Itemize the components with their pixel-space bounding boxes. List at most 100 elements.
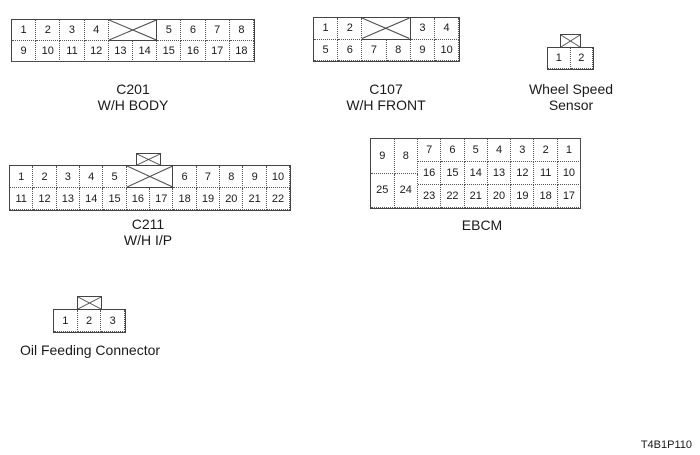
pin-1: 1 bbox=[548, 48, 571, 69]
pin-22: 22 bbox=[266, 188, 291, 210]
pin-12: 12 bbox=[84, 41, 109, 62]
pin-11: 11 bbox=[534, 162, 558, 185]
pin-3: 3 bbox=[56, 166, 81, 188]
c211-description: W/H I/P bbox=[123, 232, 173, 248]
pin-14: 14 bbox=[464, 162, 488, 185]
pin-9: 9 bbox=[410, 39, 435, 61]
pin-3: 3 bbox=[101, 310, 126, 332]
pin-13: 13 bbox=[56, 188, 81, 210]
pin-8: 8 bbox=[386, 39, 411, 61]
pin-15: 15 bbox=[441, 162, 465, 185]
oil-feeding-name: Oil Feeding Connector bbox=[19, 342, 161, 358]
pin-15: 15 bbox=[103, 188, 127, 210]
pin-7: 7 bbox=[205, 20, 230, 41]
pin-6: 6 bbox=[338, 39, 363, 61]
pin-5: 5 bbox=[157, 20, 182, 41]
pin-4: 4 bbox=[84, 20, 109, 41]
c211-label: C211 W/H I/P bbox=[98, 216, 198, 248]
pin-6: 6 bbox=[441, 139, 465, 162]
pin-16: 16 bbox=[126, 188, 151, 210]
pin-2: 2 bbox=[77, 310, 102, 332]
oil-feeding-label: Oil Feeding Connector bbox=[0, 342, 180, 358]
pin-8: 8 bbox=[229, 20, 254, 41]
pin-10: 10 bbox=[36, 41, 61, 62]
c211-key-lock bbox=[136, 153, 161, 166]
pin-12: 12 bbox=[511, 162, 535, 185]
pin-20: 20 bbox=[487, 185, 512, 208]
pin-5: 5 bbox=[314, 39, 339, 61]
pin-1: 1 bbox=[54, 310, 78, 332]
c211-blocked-cavity bbox=[126, 166, 174, 188]
pin-13: 13 bbox=[487, 162, 512, 185]
pin-14: 14 bbox=[80, 188, 104, 210]
pin-5: 5 bbox=[464, 139, 488, 162]
c201-blocked-cavity bbox=[108, 20, 158, 41]
pin-23: 23 bbox=[418, 185, 442, 208]
wheel-speed-description: Sensor bbox=[548, 97, 594, 113]
pin-9: 9 bbox=[243, 166, 267, 188]
pin-4: 4 bbox=[487, 139, 512, 162]
pin-11: 11 bbox=[60, 41, 85, 62]
pin-10: 10 bbox=[266, 166, 291, 188]
wheel-speed-label: Wheel Speed Sensor bbox=[521, 81, 621, 113]
pin-1: 1 bbox=[10, 166, 34, 188]
pin-1: 1 bbox=[12, 20, 37, 41]
oil-feeding-key-lock bbox=[77, 296, 102, 310]
pin-15: 15 bbox=[157, 41, 182, 62]
ebcm-label: EBCM bbox=[432, 217, 532, 233]
c107-blocked-cavity bbox=[362, 18, 411, 40]
pin-16: 16 bbox=[418, 162, 442, 185]
pin-8: 8 bbox=[220, 166, 244, 188]
wheel-speed-name: Wheel Speed bbox=[528, 81, 614, 97]
pin-1: 1 bbox=[314, 18, 339, 40]
pin-2: 2 bbox=[570, 48, 593, 69]
pin-7: 7 bbox=[362, 39, 387, 61]
pin-17: 17 bbox=[557, 185, 582, 208]
ebcm-name: EBCM bbox=[461, 217, 503, 233]
pin-7: 7 bbox=[418, 139, 442, 162]
pin-8: 8 bbox=[394, 139, 418, 174]
pin-17: 17 bbox=[150, 188, 174, 210]
pin-7: 7 bbox=[196, 166, 221, 188]
c107-description: W/H FRONT bbox=[346, 97, 426, 113]
pin-21: 21 bbox=[464, 185, 488, 208]
pin-1: 1 bbox=[557, 139, 582, 162]
c201-label: C201 W/H BODY bbox=[83, 81, 183, 113]
pin-3: 3 bbox=[60, 20, 85, 41]
pin-17: 17 bbox=[205, 41, 230, 62]
pin-6: 6 bbox=[181, 20, 206, 41]
pin-9: 9 bbox=[12, 41, 37, 62]
pin-10: 10 bbox=[557, 162, 582, 185]
pin-18: 18 bbox=[534, 185, 558, 208]
pin-2: 2 bbox=[36, 20, 61, 41]
pin-4: 4 bbox=[435, 18, 460, 40]
pin-3: 3 bbox=[511, 139, 535, 162]
pin-5: 5 bbox=[103, 166, 127, 188]
pin-20: 20 bbox=[220, 188, 244, 210]
pin-19: 19 bbox=[196, 188, 221, 210]
figure-id: T4B1P110 bbox=[640, 439, 692, 451]
pin-22: 22 bbox=[441, 185, 465, 208]
pin-14: 14 bbox=[133, 41, 158, 62]
pin-11: 11 bbox=[10, 188, 34, 210]
pin-12: 12 bbox=[33, 188, 57, 210]
pin-2: 2 bbox=[33, 166, 57, 188]
pin-4: 4 bbox=[80, 166, 104, 188]
pin-24: 24 bbox=[394, 173, 418, 208]
pin-2: 2 bbox=[338, 18, 363, 40]
pin-18: 18 bbox=[229, 41, 254, 62]
pin-19: 19 bbox=[511, 185, 535, 208]
pin-25: 25 bbox=[371, 173, 395, 208]
pin-16: 16 bbox=[181, 41, 206, 62]
c107-name: C107 bbox=[369, 81, 403, 97]
pin-21: 21 bbox=[243, 188, 267, 210]
pin-2: 2 bbox=[534, 139, 558, 162]
pin-6: 6 bbox=[173, 166, 197, 188]
pin-9: 9 bbox=[371, 139, 395, 174]
wheel-speed-key-lock bbox=[560, 34, 581, 48]
